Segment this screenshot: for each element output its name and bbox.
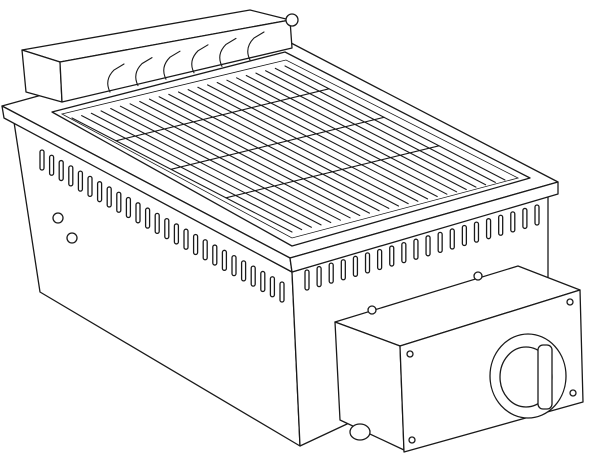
vent-slot [269, 276, 276, 298]
vent-slot [58, 159, 64, 182]
grate-rod [265, 70, 487, 186]
heating-element-terminal [191, 44, 209, 74]
grate-rod [255, 72, 477, 188]
heating-element-terminal [107, 63, 125, 93]
vent-slot [304, 269, 310, 291]
vent-slot [212, 244, 218, 266]
vent-slot [425, 235, 431, 257]
grate-rod [81, 115, 303, 231]
vent-slot [202, 239, 208, 261]
vent-slot [364, 252, 371, 274]
vent-slot [77, 170, 84, 192]
grate-rod [158, 96, 380, 212]
heating-element-terminal [219, 37, 237, 67]
vent-slot [437, 231, 443, 254]
vent-slot [352, 255, 359, 277]
panel-screw [406, 350, 414, 358]
heating-element-terminal [247, 31, 265, 61]
vent-slot [279, 281, 285, 303]
vent-slot [87, 175, 93, 198]
vent-slot [510, 211, 516, 233]
vent-slot [125, 196, 132, 219]
grate-rod [197, 86, 419, 202]
vent-slot [250, 265, 256, 287]
grill-basin-inner [60, 59, 520, 239]
grate-rod [90, 112, 312, 228]
grate-crossbar [115, 88, 330, 142]
cable-gland [349, 423, 371, 441]
vent-slot [48, 154, 55, 176]
vent-slot [498, 214, 504, 236]
grate-rod [139, 100, 361, 217]
vent-slot [522, 207, 528, 230]
vent-slot [135, 202, 141, 224]
panel-screw [566, 298, 574, 306]
header-cap [285, 13, 299, 27]
grate-rod [245, 74, 467, 191]
vent-slot [485, 218, 492, 240]
vent-slot [96, 181, 103, 203]
grate-rod [110, 107, 332, 224]
vent-slot [260, 270, 266, 293]
knob-grip[interactable] [537, 344, 553, 410]
vent-slot [389, 245, 395, 267]
grate-rod [100, 110, 322, 226]
grate-rod [284, 65, 506, 181]
vent-slot [164, 217, 170, 240]
vent-slot [68, 165, 74, 187]
mounting-hole [52, 212, 64, 224]
grate-rod [206, 84, 429, 200]
panel-screw [408, 436, 416, 444]
terminal-screw [367, 305, 377, 315]
vent-slot [413, 238, 419, 260]
vent-slot [376, 248, 383, 271]
vent-slot [461, 224, 468, 247]
grate-rod [226, 79, 448, 195]
heating-element-terminal [135, 57, 153, 87]
grate-rod [119, 105, 341, 221]
grate-rod [187, 89, 409, 205]
vent-slot [116, 191, 122, 213]
vent-slot [340, 259, 346, 281]
vent-slot [39, 149, 45, 171]
grate-rod [71, 117, 293, 233]
rim-side-edge [289, 181, 559, 273]
control-header-face [59, 19, 293, 103]
grate-rod [177, 91, 400, 207]
vent-slot [316, 265, 322, 288]
heating-element-terminal [163, 50, 181, 80]
vent-slot [473, 221, 480, 243]
grate-rod [148, 98, 371, 214]
grate-crossbar [225, 145, 440, 199]
grate-rod [236, 77, 458, 193]
vent-slot [173, 223, 180, 245]
grate-rod [168, 93, 390, 209]
vent-slot [183, 228, 189, 250]
grill-grate [71, 31, 506, 233]
vent-slot [154, 212, 160, 235]
vent-slot [449, 228, 455, 250]
terminal-screw [473, 271, 483, 281]
grate-rod [216, 81, 438, 198]
grate-rod [129, 103, 351, 219]
vent-slot [401, 241, 407, 264]
vent-slot [106, 186, 112, 208]
vent-slot [240, 260, 247, 282]
grate-rod [274, 67, 496, 183]
vent-slot [221, 249, 228, 271]
vent-slot [231, 254, 237, 277]
panel-screw [569, 389, 577, 397]
vent-slot [144, 207, 151, 229]
mounting-hole [66, 232, 78, 244]
vent-slot [192, 233, 199, 256]
grate-crossbar [170, 116, 385, 170]
vent-slot [328, 262, 334, 284]
vent-slot [534, 204, 540, 226]
ventilation-slots [39, 149, 540, 303]
